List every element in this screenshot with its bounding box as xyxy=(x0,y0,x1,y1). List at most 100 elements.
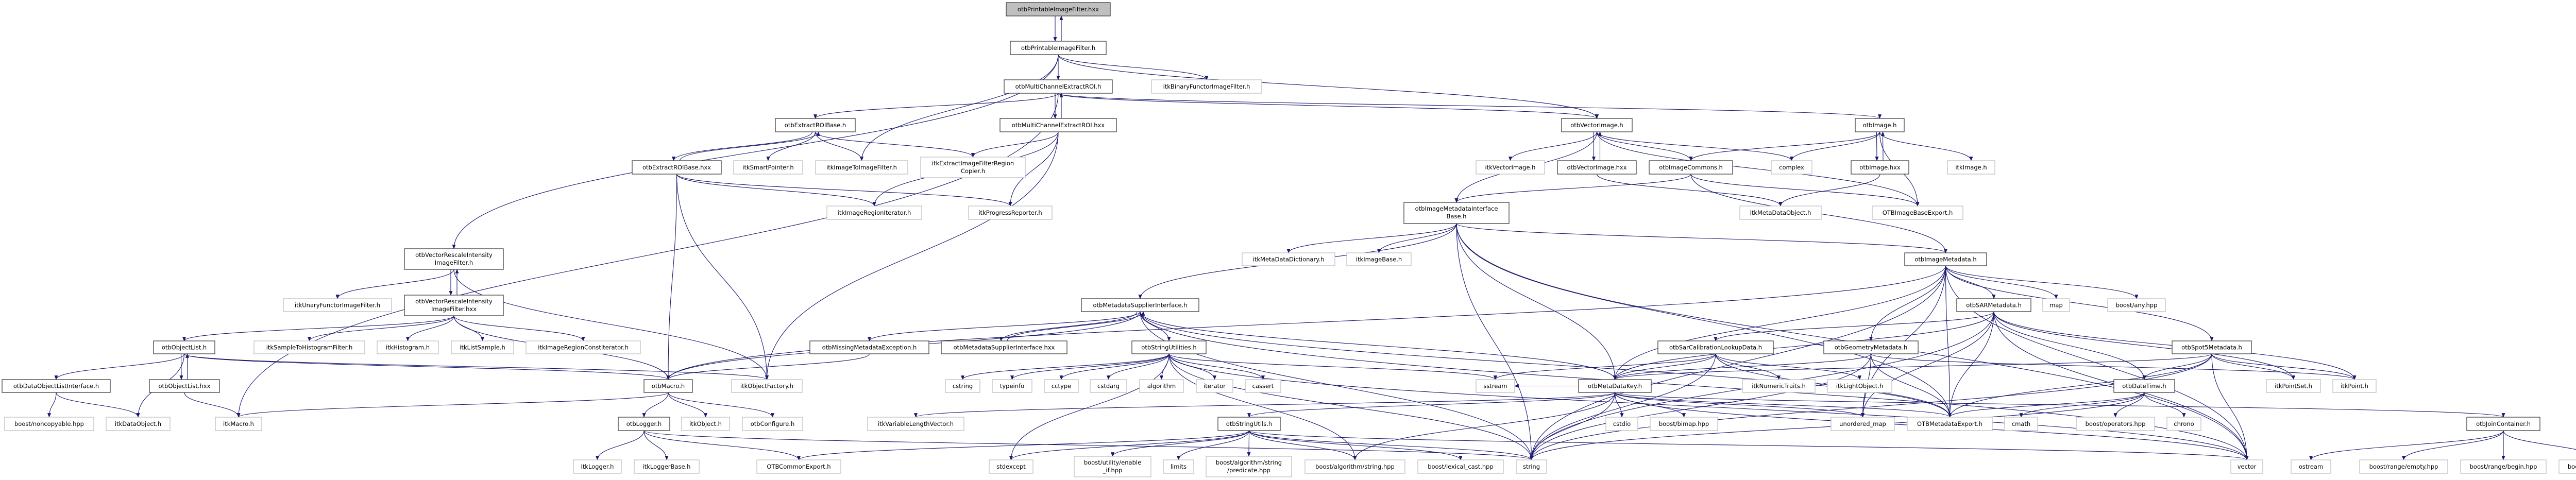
edge-otblogger-h-to-string xyxy=(643,430,1533,460)
node-vector[interactable]: vector xyxy=(2230,459,2263,474)
edge-otbvectorimage-h-to-otbimagebaseexport-h xyxy=(1596,131,1920,207)
edge-otbstringutils-h-to-otbcommonexport-h xyxy=(797,430,1250,460)
node-otbmissingmetadataexception-h[interactable]: otbMissingMetadataException.h xyxy=(809,340,929,354)
node-otbgeometrymetadata-h[interactable]: otbGeometryMetadata.h xyxy=(1823,340,1919,354)
node-otbdataobjectlistinterface-h[interactable]: otbDataObjectListInterface.h xyxy=(2,379,111,393)
node-otbimagecommons-h[interactable]: otbImageCommons.h xyxy=(1649,160,1733,175)
node-itkmetadataobject-h[interactable]: itkMetaDataObject.h xyxy=(1739,205,1822,220)
node-otbmetadataexport-h[interactable]: OTBMetadataExport.h xyxy=(1907,417,1993,431)
node-otbmacro-h[interactable]: otbMacro.h xyxy=(643,379,693,393)
node-boost-range-begin-hpp[interactable]: boost/range/begin.hpp xyxy=(2460,459,2547,474)
node-limits[interactable]: limits xyxy=(1163,459,1194,474)
node-otblogger-h[interactable]: otbLogger.h xyxy=(618,417,670,431)
node-otbobjectlist-h[interactable]: otbObjectList.h xyxy=(153,340,215,354)
node-itkobject-h[interactable]: itkObject.h xyxy=(681,417,730,431)
node-map[interactable]: map xyxy=(2042,298,2070,312)
node-itkpointset-h[interactable]: itkPointSet.h xyxy=(2266,379,2321,393)
node-otbimagebaseexport-h[interactable]: OTBImageBaseExport.h xyxy=(1872,205,1963,220)
node-otbconfigure-h[interactable]: otbConfigure.h xyxy=(742,417,803,431)
node-otbjoincontainer-h[interactable]: otbJoinContainer.h xyxy=(2466,417,2540,431)
node-string[interactable]: string xyxy=(1516,459,1547,474)
edge-otbsarmetadata-h-to-itkpointset-h xyxy=(1993,311,2295,380)
node-chrono[interactable]: chrono xyxy=(2166,417,2201,431)
node-otbsarmetadata-h[interactable]: otbSARMetadata.h xyxy=(1956,298,2031,312)
node-unordered-map[interactable]: unordered_map xyxy=(1831,417,1895,431)
node-itksampletohistogramfilter-h[interactable]: itkSampleToHistogramFilter.h xyxy=(253,340,365,354)
node-typeinfo[interactable]: typeinfo xyxy=(992,379,1032,393)
node-itkprogressreporter-h[interactable]: itkProgressReporter.h xyxy=(968,205,1053,220)
node-itkimagetoimagefilter-h[interactable]: itkImageToImageFilter.h xyxy=(815,160,908,175)
node-algorithm[interactable]: algorithm xyxy=(1139,379,1184,393)
node-itkvariablelengthvector-h[interactable]: itkVariableLengthVector.h xyxy=(867,417,964,431)
node-otbimage-h[interactable]: otbImage.h xyxy=(1855,118,1905,132)
node-otbdatetime-h[interactable]: otbDateTime.h xyxy=(2113,379,2175,393)
node-cmath[interactable]: cmath xyxy=(2004,417,2038,431)
node-otbextractroibase-hxx[interactable]: otbExtractROIBase.hxx xyxy=(632,160,722,175)
node-boost-utility-enable-if-hpp[interactable]: boost/utility/enable_if.hpp xyxy=(1074,456,1151,477)
node-otbmetadatasupplierinterface-hxx[interactable]: otbMetadataSupplierInterface.hxx xyxy=(941,340,1067,354)
node-itkunaryfunctorimagefilter-h[interactable]: itkUnaryFunctorImageFilter.h xyxy=(283,298,392,312)
node-otbstringutils-h[interactable]: otbStringUtils.h xyxy=(1217,417,1281,431)
edge-otbmultichannelextractroi-h-to-itkmacro-h xyxy=(236,93,1059,418)
node-otbstringutilities-h[interactable]: otbStringUtilities.h xyxy=(1131,340,1207,354)
node-sstream[interactable]: sstream xyxy=(1476,379,1515,393)
node-boost-bimap-hpp[interactable]: boost/bimap.hpp xyxy=(1650,417,1718,431)
node-otbextractroibase-h[interactable]: otbExtractROIBase.h xyxy=(775,118,856,132)
node-label: otbObjectList.h xyxy=(162,344,207,351)
node-otbmultichannelextractroi-h[interactable]: otbMultiChannelExtractROI.h xyxy=(1004,79,1113,94)
node-box xyxy=(377,340,439,354)
node-itksmartpointer-h[interactable]: itkSmartPointer.h xyxy=(733,160,803,175)
node-otbmultichannelextractroi-hxx[interactable]: otbMultiChannelExtractROI.hxx xyxy=(999,118,1117,132)
node-itklightobject-h[interactable]: itkLightObject.h xyxy=(1827,379,1892,393)
node-otbprintableimagefilter-hxx[interactable]: otbPrintableImageFilter.hxx xyxy=(1006,2,1111,16)
node-itkimage-h[interactable]: itkImage.h xyxy=(1947,160,1995,175)
node-boost-lexical-cast-hpp[interactable]: boost/lexical_cast.hpp xyxy=(1417,459,1504,474)
node-ostream[interactable]: ostream xyxy=(2291,459,2331,474)
node-otbobjectlist-hxx[interactable]: otbObjectList.hxx xyxy=(149,379,220,393)
node-otbspot5metadata-h[interactable]: otbSpot5Metadata.h xyxy=(2172,340,2252,354)
node-boost-noncopyable-hpp[interactable]: boost/noncopyable.hpp xyxy=(4,417,94,431)
node-boost-algorithm-string-predicate-hpp[interactable]: boost/algorithm/string/predicate.hpp xyxy=(1206,456,1292,477)
node-itkimagebase-h[interactable]: itkImageBase.h xyxy=(1346,252,1412,266)
node-itkbinaryfunctorimagefilter-h[interactable]: itkBinaryFunctorImageFilter.h xyxy=(1151,79,1262,94)
node-otbmetadatakey-h[interactable]: otbMetaDataKey.h xyxy=(1578,379,1652,393)
node-otbvectorimage-h[interactable]: otbVectorImage.h xyxy=(1561,118,1633,132)
node-itkimageregioniterator-h[interactable]: itkImageRegionIterator.h xyxy=(826,205,922,220)
node-cassert[interactable]: cassert xyxy=(1245,379,1281,393)
node-itkobjectfactory-h[interactable]: itkObjectFactory.h xyxy=(731,379,803,393)
node-stdexcept[interactable]: stdexcept xyxy=(989,459,1033,474)
node-otbcommonexport-h[interactable]: OTBCommonExport.h xyxy=(756,459,841,474)
node-itkimageregionconstiterator-h[interactable]: itkImageRegionConstIterator.h xyxy=(526,340,641,354)
node-boost-range-empty-hpp[interactable]: boost/range/empty.hpp xyxy=(2359,459,2448,474)
node-itkmetadatadictionary-h[interactable]: itkMetaDataDictionary.h xyxy=(1242,252,1335,266)
node-boost-algorithm-string-hpp[interactable]: boost/algorithm/string.hpp xyxy=(1304,459,1405,474)
node-cstdio[interactable]: cstdio xyxy=(1605,417,1638,431)
node-cstdarg[interactable]: cstdarg xyxy=(1090,379,1127,393)
node-otbvectorimage-hxx[interactable]: otbVectorImage.hxx xyxy=(1557,160,1637,175)
node-complex[interactable]: complex xyxy=(1771,160,1812,175)
node-itklogger-h[interactable]: itkLogger.h xyxy=(573,459,622,474)
node-itklistsample-h[interactable]: itkListSample.h xyxy=(451,340,514,354)
node-otbsarcalibrationlookupdata-h[interactable]: otbSarCalibrationLookupData.h xyxy=(1657,340,1774,354)
node-cctype[interactable]: cctype xyxy=(1044,379,1079,393)
node-itkpoint-h[interactable]: itkPoint.h xyxy=(2332,379,2377,393)
node-cstring[interactable]: cstring xyxy=(945,379,980,393)
node-otbmetadatasupplierinterface-h[interactable]: otbMetadataSupplierInterface.h xyxy=(1081,298,1199,312)
node-itkdataobject-h[interactable]: itkDataObject.h xyxy=(106,417,171,431)
node-itkmacro-h[interactable]: itkMacro.h xyxy=(215,417,262,431)
node-otbprintableimagefilter-h[interactable]: otbPrintableImageFilter.h xyxy=(1010,41,1107,55)
node-iterator[interactable]: iterator xyxy=(1196,379,1233,393)
node-otbimagemetadata-h[interactable]: otbImageMetadata.h xyxy=(1904,252,1987,266)
node-boost-operators-hpp[interactable]: boost/operators.hpp xyxy=(2076,417,2155,431)
node-itknumerictraits-h[interactable]: itkNumericTraits.h xyxy=(1742,379,1816,393)
node-boost-any-hpp[interactable]: boost/any.hpp xyxy=(2107,298,2166,312)
node-boost-range-end-hpp[interactable]: boost/range/end.hpp xyxy=(2558,459,2576,474)
node-itkhistogram-h[interactable]: itkHistogram.h xyxy=(377,340,439,354)
node-otbimage-hxx[interactable]: otbImage.hxx xyxy=(1851,160,1909,175)
node-itkloggerbase-h[interactable]: itkLoggerBase.h xyxy=(634,459,700,474)
node-itkvectorimage-h[interactable]: itkVectorImage.h xyxy=(1476,160,1545,175)
